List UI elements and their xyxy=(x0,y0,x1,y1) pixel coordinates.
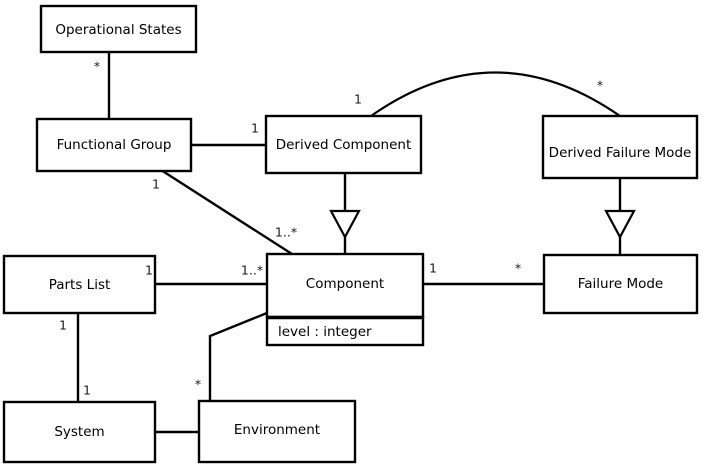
class-box-operational-states[interactable] xyxy=(39,4,198,54)
multiplicity-derivedcomponent-arc-end: 1 xyxy=(354,92,362,107)
generalization-triangle-derivedfailuremode xyxy=(604,209,636,240)
class-box-derived-component[interactable] xyxy=(264,114,423,175)
association-derivedcomponent-derivedfailuremode xyxy=(370,71,621,117)
class-name-environment: Environment xyxy=(234,422,320,438)
multiplicity-fgroup-derivedcomponent: 1 xyxy=(251,121,259,136)
generalization-triangle-derivedcomponent xyxy=(329,209,361,240)
class-attribute-component-level: level : integer xyxy=(278,324,372,340)
association-environment-component xyxy=(208,311,268,401)
class-name-system: System xyxy=(54,424,104,440)
class-box-functional-group[interactable] xyxy=(35,117,193,173)
multiplicity-partslist-to-component: 1 xyxy=(145,263,153,278)
class-box-system[interactable] xyxy=(2,400,157,464)
class-name-derived-component: Derived Component xyxy=(276,137,412,153)
multiplicity-opstates-fgroup: * xyxy=(94,59,100,74)
class-name-derived-failure-mode: Derived Failure Mode xyxy=(549,145,692,161)
multiplicity-fgroup-component: 1 xyxy=(152,177,160,192)
association-fgroup-component xyxy=(160,168,293,256)
multiplicity-partslist-to-system: 1 xyxy=(59,318,67,333)
multiplicity-system-from-partslist: 1 xyxy=(83,383,91,398)
multiplicity-environment-to-component: * xyxy=(195,377,201,392)
class-name-failure-mode: Failure Mode xyxy=(578,276,664,292)
multiplicity-derivedfailuremode-arc-end: * xyxy=(597,78,603,93)
multiplicity-component-from-fgroup: 1..* xyxy=(275,225,297,240)
multiplicity-component-from-partslist: 1..* xyxy=(241,263,263,278)
class-attributes-compartment-component[interactable] xyxy=(265,315,425,347)
class-box-derived-failure-mode[interactable] xyxy=(541,114,699,180)
class-box-parts-list[interactable] xyxy=(2,254,157,315)
class-name-parts-list: Parts List xyxy=(49,277,111,293)
multiplicity-failuremode-from-component: * xyxy=(515,261,521,276)
class-name-functional-group: Functional Group xyxy=(57,137,172,153)
class-name-operational-states: Operational States xyxy=(55,22,181,38)
class-name-component: Component xyxy=(306,276,384,292)
multiplicity-component-to-failuremode: 1 xyxy=(429,261,437,276)
class-box-environment[interactable] xyxy=(197,399,357,464)
class-box-component[interactable] xyxy=(265,252,425,319)
class-box-failure-mode[interactable] xyxy=(542,253,699,315)
